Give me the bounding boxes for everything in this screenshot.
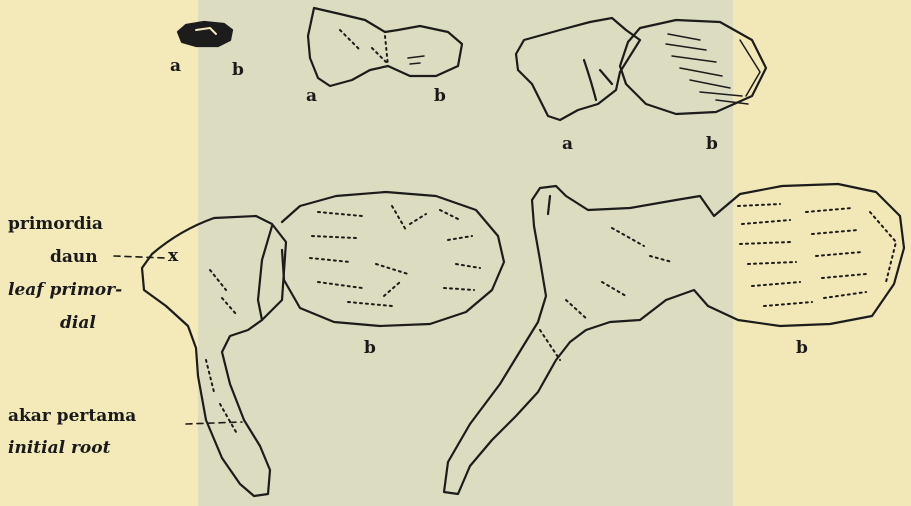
stage-5-seedling <box>444 184 904 494</box>
stage-2-label-b: b <box>434 86 446 106</box>
stage-2-seedling <box>308 8 462 86</box>
stage-5-label-b: b <box>796 338 808 358</box>
stage-3-seedling <box>516 18 766 120</box>
stage-4-label-b: b <box>364 338 376 358</box>
leaf-primordia-label-line4: dial <box>60 313 96 333</box>
leaf-primordia-leader <box>114 256 166 258</box>
initial-root-label-line1: akar pertama <box>8 406 136 426</box>
stage-3-label-b: b <box>706 134 718 154</box>
stage-1-label-b: b <box>232 60 244 80</box>
initial-root-leader <box>186 422 242 424</box>
leaf-primordia-label-line1: primordia <box>8 214 103 234</box>
stage-1-seed <box>178 22 232 46</box>
stage-3-label-a: a <box>562 134 573 154</box>
leaf-primordia-marker: x <box>168 246 178 266</box>
initial-root-label-line2: initial root <box>8 438 110 458</box>
stage-1-label-a: a <box>170 56 181 76</box>
stage-2-label-a: a <box>306 86 317 106</box>
leaf-primordia-label-line3: leaf primor- <box>8 280 122 300</box>
stage-4-seedling <box>142 192 504 496</box>
leaf-primordia-label-line2: daun <box>50 247 98 267</box>
